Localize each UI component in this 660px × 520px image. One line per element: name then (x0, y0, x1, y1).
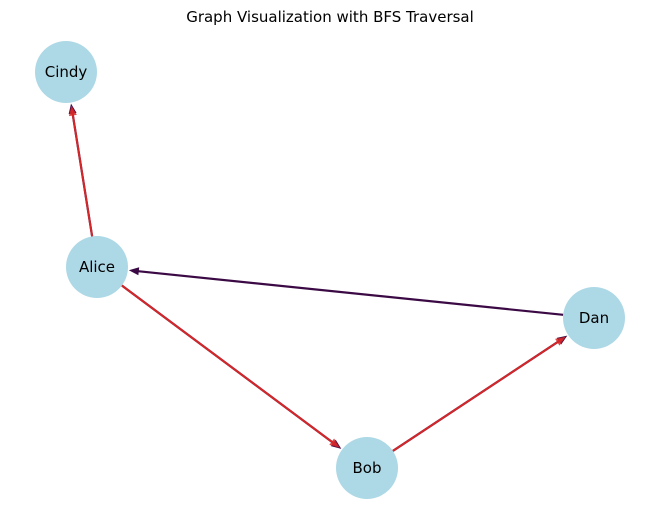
edge-bob-dan-bfs-highlight (392, 338, 563, 452)
node-circle-dan (563, 287, 625, 349)
edge-dan-alice-line (136, 269, 564, 316)
node-bob: Bob (336, 437, 398, 499)
node-label-bob: Bob (353, 459, 382, 477)
chart-title: Graph Visualization with BFS Traversal (186, 8, 474, 26)
edge-bob-dan-bfs-arrowhead (555, 336, 566, 346)
edge-alice-bob-bfs-highlight (121, 284, 338, 447)
edge-bob-dan (392, 335, 568, 452)
node-label-cindy: Cindy (45, 63, 88, 81)
node-circle-cindy (35, 41, 97, 103)
node-circle-alice (66, 236, 128, 298)
node-label-dan: Dan (579, 309, 609, 327)
node-alice: Alice (66, 236, 128, 298)
node-cindy: Cindy (35, 41, 97, 103)
edge-alice-bob (121, 284, 342, 449)
node-dan: Dan (563, 287, 625, 349)
edge-dan-alice-arrowhead (128, 267, 140, 276)
node-label-alice: Alice (79, 258, 115, 276)
edge-dan-alice (128, 267, 564, 316)
edges-layer (68, 103, 568, 452)
edge-alice-cindy (68, 103, 94, 237)
node-circle-bob (336, 437, 398, 499)
edge-alice-cindy-bfs-highlight (70, 109, 94, 237)
edge-alice-bob-bfs-arrowhead (329, 438, 340, 448)
edge-alice-cindy-bfs-arrowhead (68, 105, 77, 117)
